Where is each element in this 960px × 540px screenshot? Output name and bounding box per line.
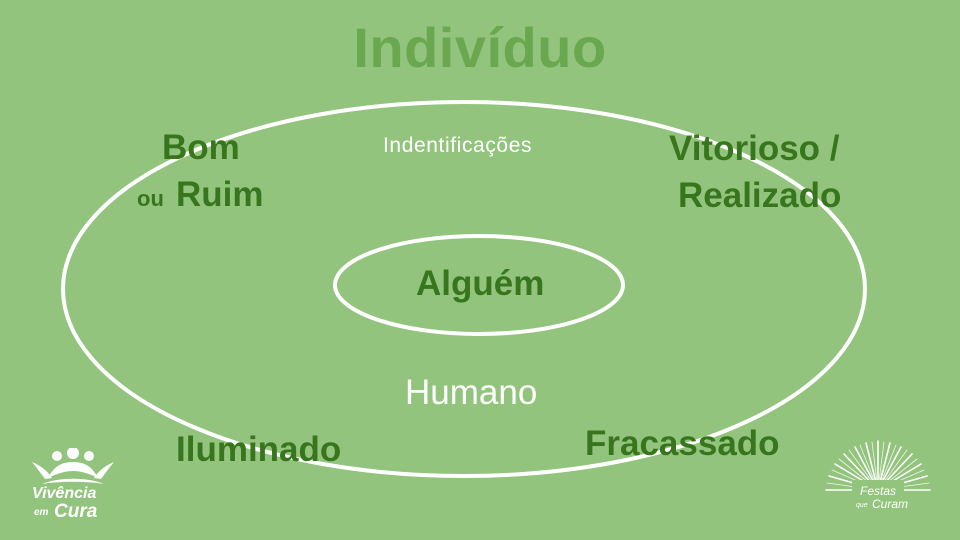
label-ou: ou xyxy=(137,186,164,211)
label-fracassado: Fracassado xyxy=(585,424,780,463)
human-label: Humano xyxy=(405,373,538,412)
inner-label: Alguém xyxy=(416,264,545,303)
logo-right-line2-big: Curam xyxy=(872,497,909,511)
label-iluminado: Iluminado xyxy=(176,430,342,469)
people-icon xyxy=(32,448,114,484)
logo-right-line1: Festas xyxy=(860,484,897,498)
festas-que-curam-logo: Festas que Curam xyxy=(822,440,934,524)
label-realizado: Realizado xyxy=(678,176,842,215)
inner-ellipse xyxy=(333,234,625,336)
logo-left-line2-small: em xyxy=(34,507,49,518)
logo-right-line2-small: que xyxy=(856,502,868,509)
outer-subtitle: Indentificações xyxy=(383,134,533,157)
page-title: Indivíduo xyxy=(353,16,607,79)
sunburst-mask xyxy=(852,480,904,498)
label-ruim: Ruim xyxy=(176,175,264,214)
vivencia-em-cura-logo: Vivência em Cura xyxy=(28,448,118,524)
label-bom: Bom xyxy=(162,128,240,167)
logo-left-line1: Vivência xyxy=(32,485,97,502)
label-vitorioso: Vitorioso / xyxy=(669,129,840,168)
logo-left-line2-big: Cura xyxy=(54,501,98,522)
outer-ellipse xyxy=(61,100,867,478)
